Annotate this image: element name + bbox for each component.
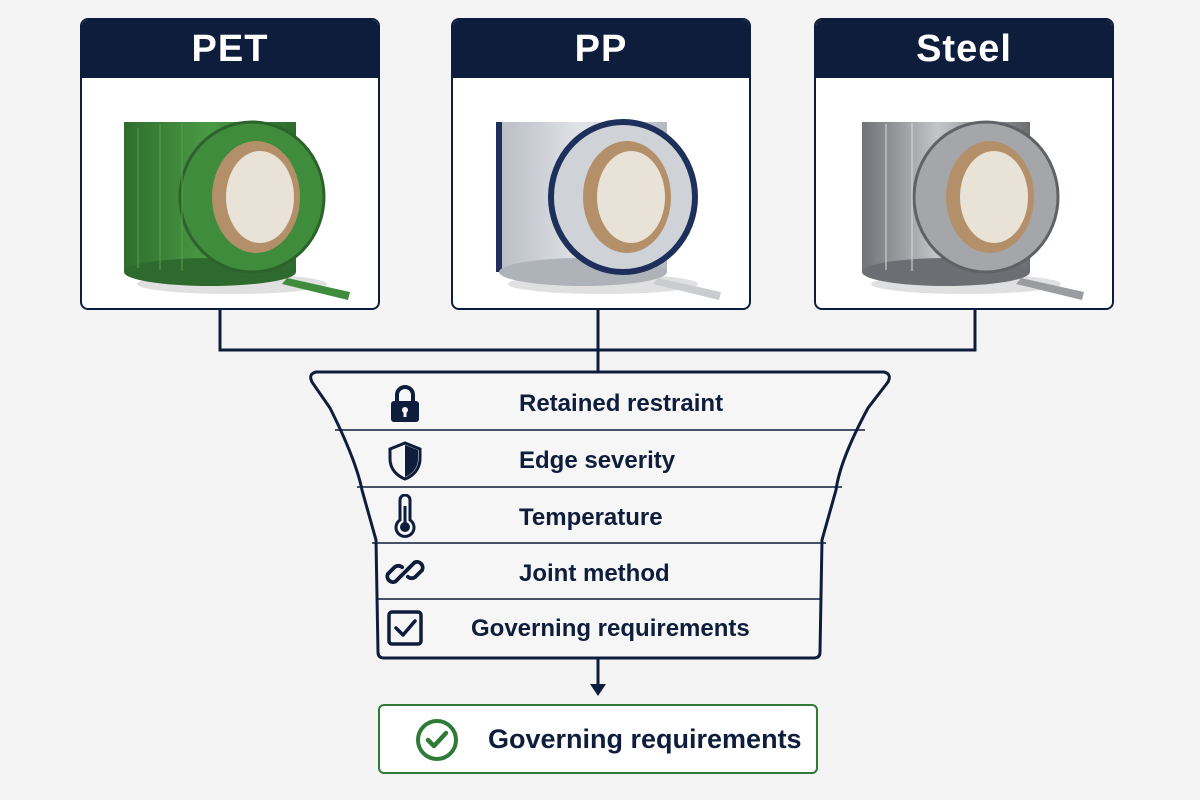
shield-icon — [385, 441, 425, 481]
criterion-label: Edge severity — [519, 447, 676, 474]
criterion-label: Governing requirements — [471, 615, 750, 642]
criterion-row-governing-requirements: Governing requirements — [0, 601, 1200, 657]
check-circle-icon — [414, 717, 460, 768]
material-title: Steel — [816, 20, 1112, 78]
thermometer-icon — [385, 494, 425, 538]
material-card-pet: PET — [80, 18, 380, 310]
criterion-row-edge-severity: Edge severity — [0, 433, 1200, 489]
criterion-row-temperature: Temperature — [0, 490, 1200, 546]
criterion-row-joint-method: Joint method — [0, 546, 1200, 602]
material-title: PP — [453, 20, 749, 78]
pp-strap-coil-icon — [453, 78, 749, 308]
pet-strap-coil-icon — [82, 78, 378, 308]
steel-strap-coil-icon — [816, 78, 1112, 308]
criterion-label: Joint method — [519, 560, 670, 587]
criterion-label: Temperature — [519, 504, 663, 531]
down-arrow-icon — [590, 684, 606, 696]
material-card-steel: Steel — [814, 18, 1114, 310]
material-title: PET — [82, 20, 378, 78]
checkbox-icon — [385, 608, 425, 648]
result-label: Governing requirements — [488, 724, 802, 754]
chain-link-icon — [385, 552, 425, 592]
result-box: Governing requirements — [378, 704, 818, 774]
lock-icon — [385, 384, 425, 424]
criterion-row-retained-restraint: Retained restraint — [0, 376, 1200, 432]
criterion-label: Retained restraint — [519, 390, 724, 417]
material-card-pp: PP — [451, 18, 751, 310]
